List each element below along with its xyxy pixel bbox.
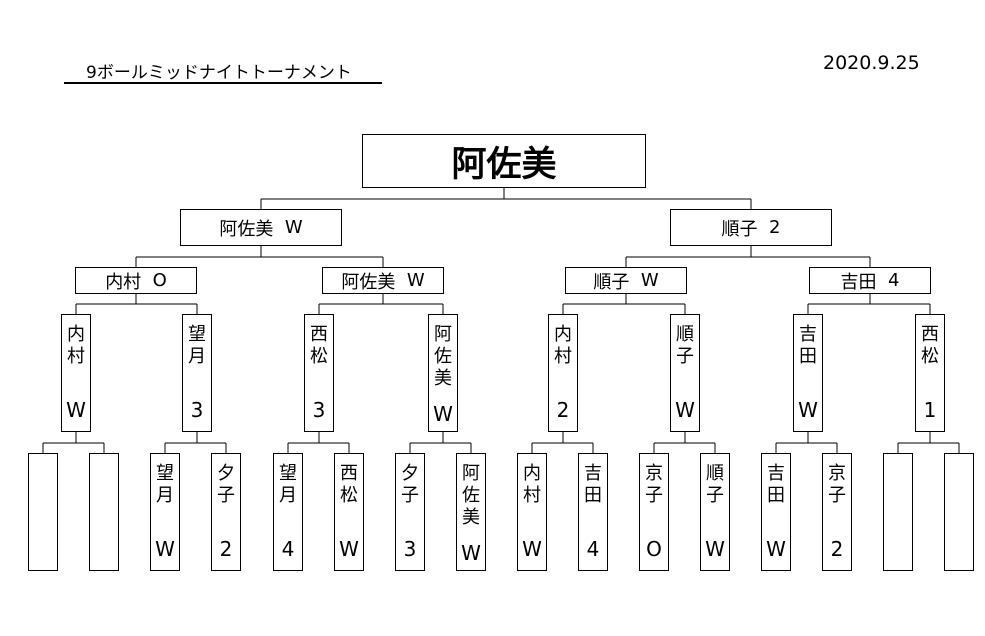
match-result: W bbox=[66, 398, 86, 422]
match-result: W bbox=[284, 217, 303, 238]
match-result: 2 bbox=[830, 537, 844, 561]
round1-box bbox=[28, 453, 58, 571]
match-result: 1 bbox=[923, 398, 937, 422]
match-result: 4 bbox=[586, 537, 600, 561]
player-name: 夕子 bbox=[217, 463, 235, 506]
player-name: 順子 bbox=[676, 324, 694, 367]
player-name: 京子 bbox=[828, 463, 846, 506]
player-name: 京子 bbox=[645, 463, 663, 506]
player-name: 西松 bbox=[340, 463, 358, 506]
round1-box: 内村 W bbox=[517, 453, 547, 571]
match-result: W bbox=[675, 398, 695, 422]
round1-box: 夕子 3 bbox=[395, 453, 425, 571]
tournament-title: 9ボールミッドナイトトーナメント bbox=[86, 63, 352, 83]
round2-box: 吉田 W bbox=[793, 314, 823, 432]
match-result: O bbox=[646, 537, 662, 561]
player-name: 順子 bbox=[706, 463, 724, 506]
round1-box: 京子 2 bbox=[822, 453, 852, 571]
player-name: 吉田 bbox=[584, 463, 602, 506]
match-result: W bbox=[798, 398, 818, 422]
round2-box: 内村 W bbox=[61, 314, 91, 432]
match-result: W bbox=[705, 537, 725, 561]
champion-box: 阿佐美 bbox=[362, 134, 646, 188]
player-name: 吉田 bbox=[840, 271, 877, 293]
player-name: 吉田 bbox=[767, 463, 785, 506]
player-name: 西松 bbox=[921, 324, 939, 367]
match-result: 3 bbox=[312, 398, 326, 422]
player-name: 阿佐美 bbox=[341, 271, 396, 293]
round2-box: 阿佐美 W bbox=[428, 314, 458, 432]
quarterfinal-box: 順子 W bbox=[565, 267, 687, 294]
match-result: 3 bbox=[190, 398, 204, 422]
match-result: 3 bbox=[403, 537, 417, 561]
semifinal-box: 阿佐美 W bbox=[180, 209, 342, 246]
round1-box bbox=[944, 453, 974, 571]
player-name: 阿佐美 bbox=[219, 218, 274, 240]
champion-name: 阿佐美 bbox=[451, 144, 557, 185]
round1-box: 順子 W bbox=[700, 453, 730, 571]
title-underline bbox=[64, 82, 382, 84]
quarterfinal-box: 阿佐美 W bbox=[322, 267, 444, 294]
player-name: 阿佐美 bbox=[462, 463, 480, 528]
event-date: 2020.9.25 bbox=[823, 52, 920, 74]
match-result: O bbox=[152, 270, 167, 291]
match-result: W bbox=[522, 537, 542, 561]
round1-box: 西松 W bbox=[334, 453, 364, 571]
player-name: 望月 bbox=[156, 463, 174, 506]
player-name: 内村 bbox=[67, 324, 85, 367]
player-name: 望月 bbox=[188, 324, 206, 367]
match-result: W bbox=[406, 270, 425, 291]
round2-box: 望月 3 bbox=[182, 314, 212, 432]
match-result: W bbox=[461, 541, 481, 565]
player-name: 西松 bbox=[310, 324, 328, 367]
round1-box bbox=[89, 453, 119, 571]
quarterfinal-box: 吉田 4 bbox=[809, 267, 931, 294]
match-result: 2 bbox=[219, 537, 233, 561]
round2-box: 内村 2 bbox=[548, 314, 578, 432]
player-name: 順子 bbox=[721, 218, 758, 240]
quarterfinal-box: 内村 O bbox=[75, 267, 197, 294]
match-result: W bbox=[155, 537, 175, 561]
round1-box: 京子 O bbox=[639, 453, 669, 571]
player-name: 内村 bbox=[105, 271, 142, 293]
round1-box bbox=[883, 453, 913, 571]
match-result: 2 bbox=[556, 398, 570, 422]
round1-box: 望月 4 bbox=[273, 453, 303, 571]
player-name: 内村 bbox=[554, 324, 572, 367]
match-result: W bbox=[640, 270, 659, 291]
player-name: 望月 bbox=[279, 463, 297, 506]
player-name: 阿佐美 bbox=[434, 324, 452, 389]
match-result: W bbox=[433, 402, 453, 426]
round2-box: 西松 3 bbox=[304, 314, 334, 432]
match-result: W bbox=[339, 537, 359, 561]
round1-box: 阿佐美 W bbox=[456, 453, 486, 571]
match-result: W bbox=[766, 537, 786, 561]
round1-box: 吉田 4 bbox=[578, 453, 608, 571]
player-name: 吉田 bbox=[799, 324, 817, 367]
match-result: 4 bbox=[888, 270, 900, 291]
round2-box: 西松 1 bbox=[915, 314, 945, 432]
round1-box: 吉田 W bbox=[761, 453, 791, 571]
semifinal-box: 順子 2 bbox=[670, 209, 832, 246]
round2-box: 順子 W bbox=[670, 314, 700, 432]
player-name: 内村 bbox=[523, 463, 541, 506]
round1-box: 望月 W bbox=[150, 453, 180, 571]
match-result: 4 bbox=[281, 537, 295, 561]
match-result: 2 bbox=[769, 217, 781, 238]
player-name: 順子 bbox=[593, 271, 630, 293]
round1-box: 夕子 2 bbox=[211, 453, 241, 571]
player-name: 夕子 bbox=[401, 463, 419, 506]
